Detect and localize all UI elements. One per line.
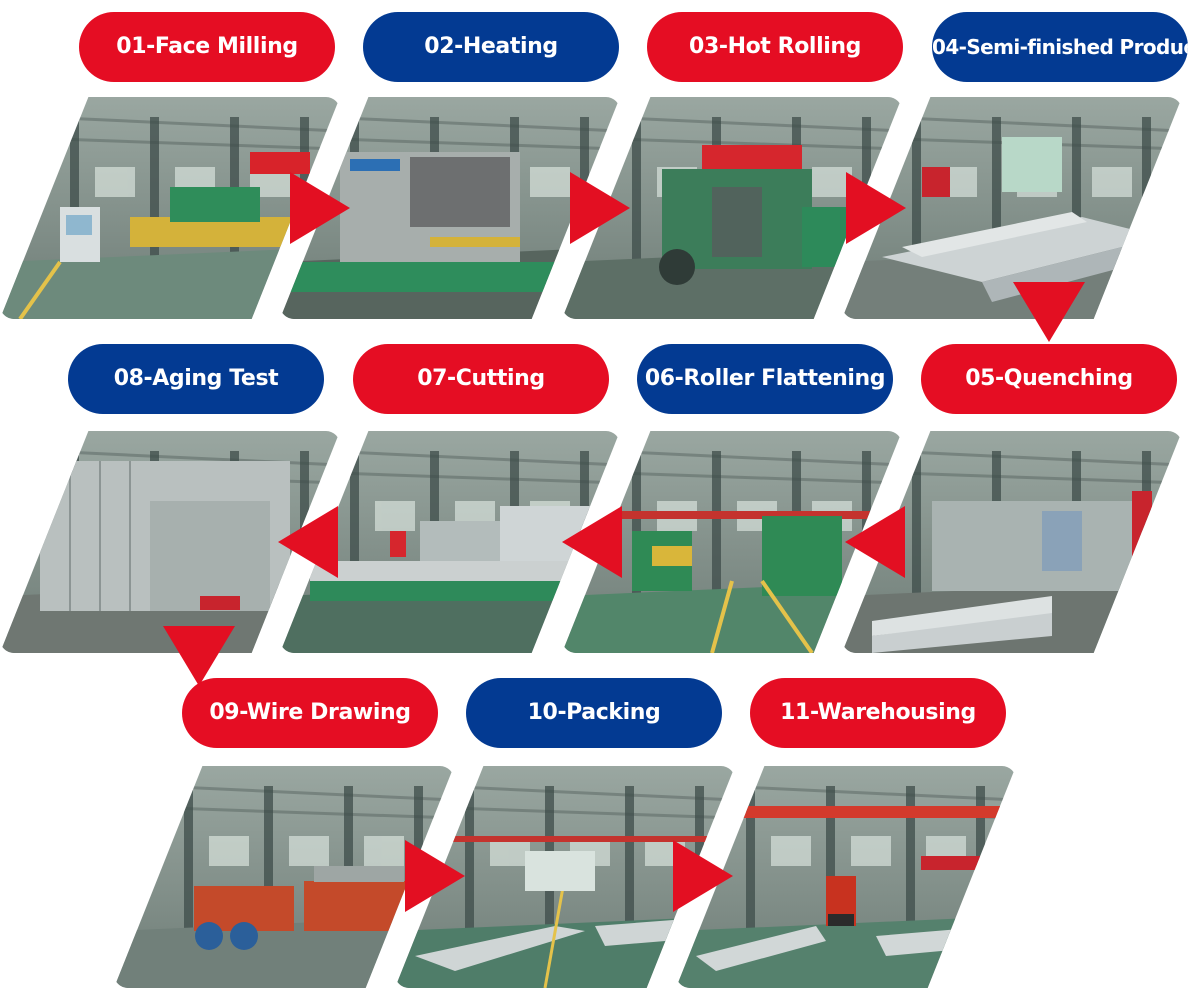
flow-arrow-down-icon <box>163 626 235 686</box>
step-label-packing: 10-Packing <box>466 678 722 748</box>
step-label-semi-finished-product: 04-Semi-finished Product <box>932 12 1188 82</box>
step-label-cutting: 07-Cutting <box>353 344 609 414</box>
flow-arrow-left-icon <box>278 506 338 578</box>
flow-arrow-right-icon <box>290 172 350 244</box>
photo-wire-drawing <box>114 766 454 988</box>
flow-arrow-down-icon <box>1013 282 1085 342</box>
photo-face-milling <box>0 97 340 319</box>
flow-arrow-right-icon <box>673 840 733 912</box>
flow-arrow-left-icon <box>845 506 905 578</box>
step-label-wire-drawing: 09-Wire Drawing <box>182 678 438 748</box>
step-label-face-milling: 01-Face Milling <box>79 12 335 82</box>
factory-scene-illustration <box>0 97 340 319</box>
step-label-quenching: 05-Quenching <box>921 344 1177 414</box>
factory-scene-illustration <box>842 431 1182 653</box>
flow-arrow-right-icon <box>570 172 630 244</box>
flow-arrow-right-icon <box>405 840 465 912</box>
flow-arrow-left-icon <box>562 506 622 578</box>
step-label-heating: 02-Heating <box>363 12 619 82</box>
photo-quenching <box>842 431 1182 653</box>
step-label-warehousing: 11-Warehousing <box>750 678 1006 748</box>
factory-scene-illustration <box>114 766 454 988</box>
flow-arrow-right-icon <box>846 172 906 244</box>
step-label-roller-flattening: 06-Roller Flattening <box>637 344 893 414</box>
step-label-aging-test: 08-Aging Test <box>68 344 324 414</box>
step-label-hot-rolling: 03-Hot Rolling <box>647 12 903 82</box>
